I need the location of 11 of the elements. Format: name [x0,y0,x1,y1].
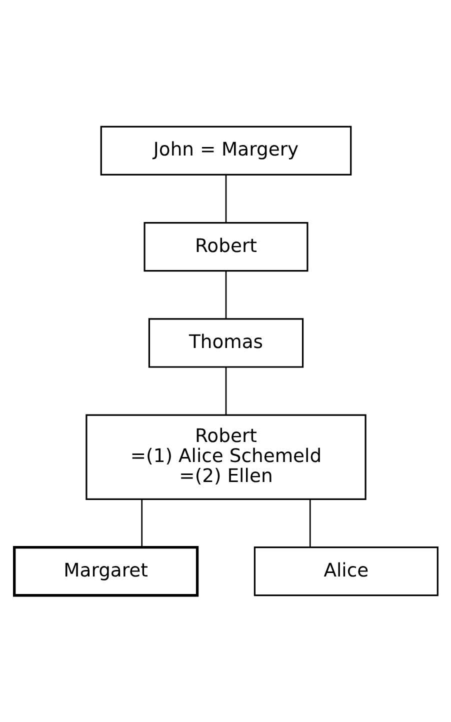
node-box: Alice [253,546,438,596]
connector [224,271,226,318]
connector [308,500,310,548]
connector [140,500,142,548]
node-box: Robert [143,222,308,272]
node-box: Margaret [12,546,198,597]
node-box: Thomas [148,318,304,368]
node-box: John = Margery [100,126,352,176]
node-box: Robert =(1) Alice Schemeld =(2) Ellen [85,414,366,500]
connector [224,367,226,415]
connector [224,174,226,222]
